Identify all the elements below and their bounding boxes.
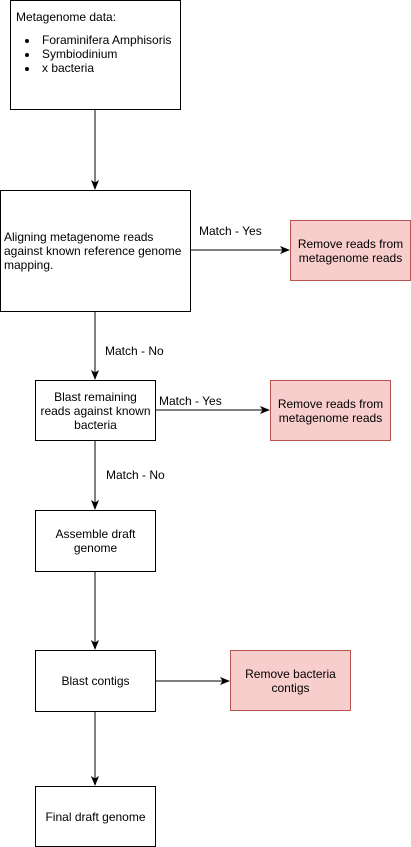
edge-label-blast-no: Match - No [106, 468, 165, 482]
final-draft-box[interactable]: Final draft genome [35, 786, 156, 847]
edge-label-blast-yes: Match - Yes [159, 394, 222, 408]
assemble-draft-box[interactable]: Assemble draft genome [35, 510, 156, 572]
organism-list: Foraminifera Amphisoris Symbiodinium x b… [16, 33, 174, 75]
blast-contigs-box[interactable]: Blast contigs [35, 650, 156, 712]
organism-item-bacteria: x bacteria [39, 61, 174, 75]
metagenome-data-title: Metagenome data: [16, 10, 117, 24]
align-reads-label: Aligning metagenome reads against known … [4, 230, 182, 272]
remove-reads-label-2: Remove reads from metagenome reads [277, 396, 384, 425]
final-draft-label: Final draft genome [45, 809, 146, 824]
remove-reads-box-2[interactable]: Remove reads from metagenome reads [270, 380, 391, 441]
blast-contigs-label: Blast contigs [61, 674, 130, 688]
remove-reads-label-1: Remove reads from metagenome reads [297, 236, 404, 265]
blast-remaining-label: Blast remaining reads against known bact… [40, 389, 151, 432]
blast-remaining-box[interactable]: Blast remaining reads against known bact… [35, 380, 156, 441]
align-reads-box[interactable]: Aligning metagenome reads against known … [0, 190, 191, 312]
edge-label-align-yes: Match - Yes [199, 224, 262, 238]
organism-item-foraminifera: Foraminifera Amphisoris [39, 33, 174, 47]
remove-reads-box-1[interactable]: Remove reads from metagenome reads [290, 220, 411, 281]
remove-bacteria-label: Remove bacteria contigs [245, 666, 336, 695]
organism-item-symbiodinium: Symbiodinium [39, 47, 174, 61]
assemble-draft-label: Assemble draft genome [55, 527, 136, 555]
metagenome-data-box[interactable]: Metagenome data: Foraminifera Amphisoris… [10, 0, 181, 110]
edge-label-align-no: Match - No [105, 344, 164, 358]
remove-bacteria-box[interactable]: Remove bacteria contigs [230, 650, 351, 711]
